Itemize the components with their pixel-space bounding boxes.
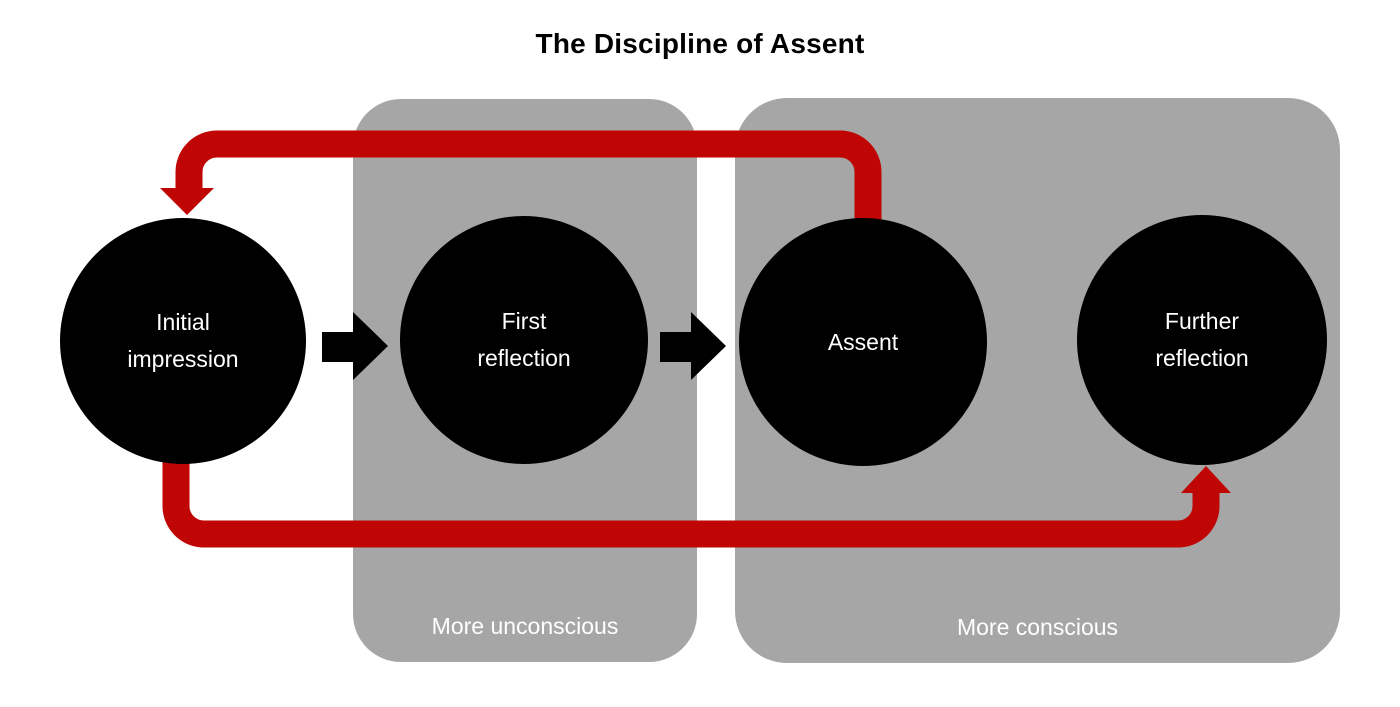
zone-more-unconscious-label: More unconscious <box>431 613 619 639</box>
node-further-reflection: Further reflection <box>1077 215 1327 465</box>
node-first-reflection: First reflection <box>400 216 648 464</box>
node-initial-impression-label: Initial impression <box>127 309 239 372</box>
zone-more-conscious-label: More conscious <box>956 614 1119 640</box>
node-assent-label: Assent <box>827 328 899 355</box>
node-further-reflection-label: Further reflection <box>1155 308 1249 371</box>
node-initial-impression: Initial impression <box>60 218 306 464</box>
right-arrow-icon <box>322 312 388 380</box>
diagram-title: The Discipline of Assent <box>535 28 865 59</box>
right-arrow-icon <box>660 312 726 380</box>
node-assent: Assent <box>739 218 987 466</box>
node-first-reflection-label: First reflection <box>477 308 571 371</box>
